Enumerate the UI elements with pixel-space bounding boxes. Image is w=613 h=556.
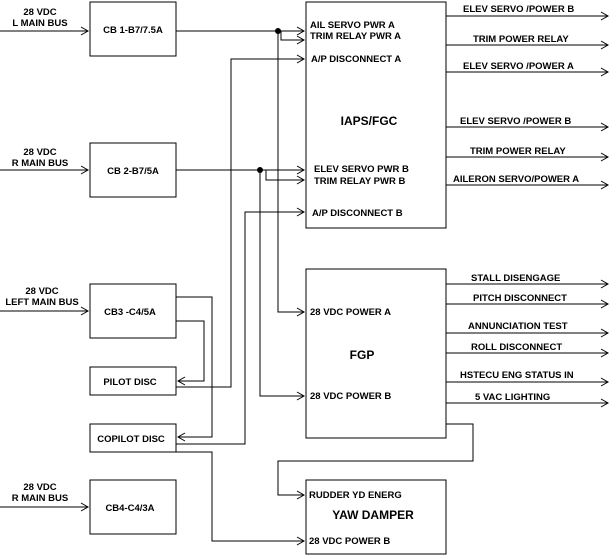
fgp-power-a-wire [277,31,304,313]
arrow-head [600,180,610,190]
pilot-disc-box [89,366,177,396]
arrow-head [296,307,306,317]
iaps-fgc-box [305,1,447,229]
fgp-to-yaw-damper-wire [277,423,474,496]
cb2-box [89,142,177,198]
iaps-output-label: ELEV SERVO /POWER B [460,116,571,127]
arrow-head [296,35,306,45]
arrow-head [600,11,610,21]
cb1-tap-wire [280,31,304,41]
arrow-head [600,299,610,309]
cb2-tap-wire [265,170,304,181]
arrow-head [600,122,610,132]
cb4-box [89,479,177,535]
r-main-bus-line1: 28 VDC [23,147,56,158]
copilot-disc-box [89,423,177,453]
iaps-output-label: ELEV SERVO /POWER B [463,4,574,15]
iaps-input-trim-relay-pwr-b: TRIM RELAY PWR B [314,176,405,187]
arrow-head [296,490,306,500]
fgp-output-label: 5 VAC LIGHTING [475,392,550,403]
arrow-head [600,348,610,358]
arrow-head [296,207,306,217]
iaps-fgc-title: IAPS/FGC [341,114,398,128]
cb2-label: CB 2-B7/5A [107,166,159,177]
yaw-damper-box [305,479,447,555]
fgp-input-power-b: 28 VDC POWER B [310,391,391,402]
arrow-head [296,165,306,175]
left-main-bus-line2: LEFT MAIN BUS [5,297,78,308]
cb3-to-copilot-disc-wire [176,296,213,438]
cb3-to-pilot-disc-wire [176,320,205,382]
iaps-output-label: TRIM POWER RELAY [470,146,566,157]
fgp-output-label: ANNUNCIATION TEST [468,321,568,332]
iaps-output-label: AILERON SERVO/POWER A [453,174,579,185]
cb1-box [89,1,177,57]
arrow-head [600,67,610,77]
arrow-head [296,26,306,36]
arrow-head [600,377,610,387]
arrow-head [296,175,306,185]
fgp-output-label: HSTECU ENG STATUS IN [460,370,574,381]
cb3-box [89,283,177,339]
fgp-output-label: PITCH DISCONNECT [473,293,567,304]
pilot-disc-label: PILOT DISC [103,377,156,388]
fgp-box [305,268,447,439]
l-main-bus-line2: L MAIN BUS [12,18,67,29]
arrow-head [600,40,610,50]
yaw-damper-input-power-b: 28 VDC POWER B [309,536,390,547]
fgp-power-b-wire [259,170,304,397]
fgp-output-label: ROLL DISCONNECT [471,342,562,353]
copilot-disc-label: COPILOT DISC [97,434,165,445]
iaps-input-ail-servo-pwr-a: AIL SERVO PWR A [310,20,395,31]
iaps-input-ap-disconnect-a: A/P DISCONNECT A [311,54,401,65]
cb4-to-yaw-damper-wire [176,451,304,542]
cb4-label: CB4-C4/3A [105,503,154,514]
r-main-bus-2-line1: 28 VDC [23,482,56,493]
arrow-head [296,391,306,401]
iaps-input-elev-servo-pwr-b: ELEV SERVO PWR B [314,164,409,175]
copilot-disc-to-ap-b-wire [176,211,304,445]
arrow-head [80,502,90,512]
arrow-head [80,26,90,36]
arrow-head [176,432,186,442]
iaps-output-label: TRIM POWER RELAY [473,34,569,45]
arrow-head [80,306,90,316]
arrow-head [296,54,306,64]
cb1-label: CB 1-B7/7.5A [103,25,163,36]
iaps-input-ap-disconnect-b: A/P DISCONNECT B [312,208,403,219]
arrow-head [600,398,610,408]
yaw-damper-title: YAW DAMPER [332,508,414,522]
arrow-head [600,152,610,162]
cb3-label: CB3 -C4/5A [104,307,156,318]
fgp-output-label: STALL DISENGAGE [471,273,560,284]
r-main-bus-line2: R MAIN BUS [12,158,68,169]
left-main-bus-line1: 28 VDC [25,286,58,297]
r-main-bus-2-line2: R MAIN BUS [12,493,68,504]
arrow-head [80,165,90,175]
arrow-head [600,279,610,289]
iaps-output-label: ELEV SERVO /POWER A [463,61,574,72]
fgp-input-power-a: 28 VDC POWER A [310,307,391,318]
l-main-bus-line1: 28 VDC [23,7,56,18]
yaw-damper-input-rudder-yd-energ: RUDDER YD ENERG [309,490,402,501]
arrow-head [176,376,186,386]
pilot-disc-to-ap-a-wire [176,58,304,388]
arrow-head [600,328,610,338]
fgp-title: FGP [350,348,375,362]
arrow-head [296,536,306,546]
iaps-input-trim-relay-pwr-a: TRIM RELAY PWR A [310,31,401,42]
